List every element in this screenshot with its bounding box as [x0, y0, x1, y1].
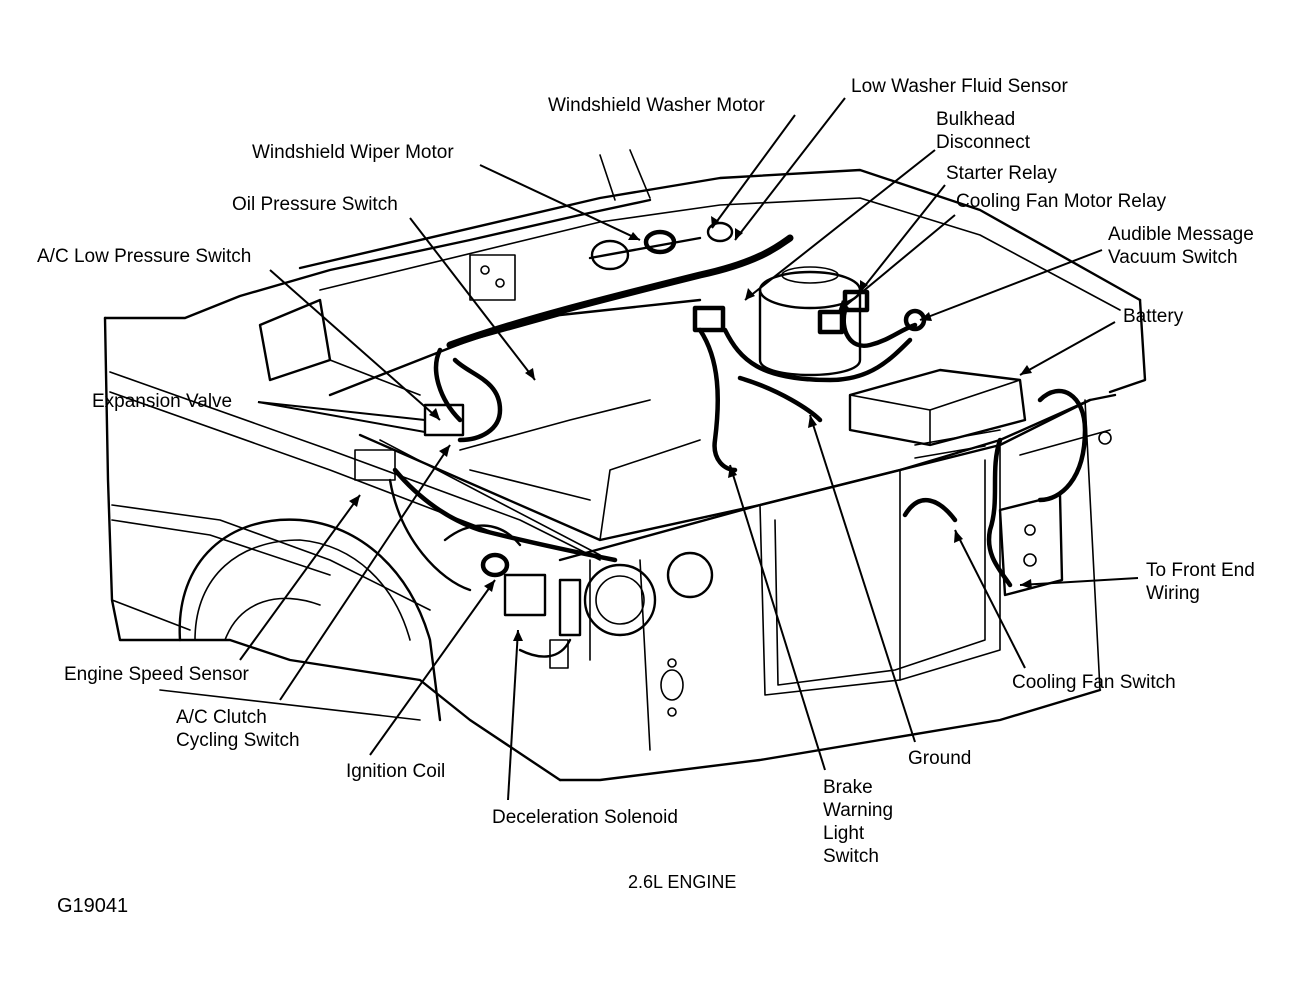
- leader-lines: [239, 97, 1139, 801]
- wiring-harness: [388, 234, 1088, 658]
- label-starter-relay: Starter Relay: [946, 163, 1057, 184]
- label-battery: Battery: [1123, 306, 1184, 327]
- label-low-washer-fluid-sensor: Low Washer Fluid Sensor: [851, 76, 1068, 97]
- front-end-outline: [558, 393, 1117, 782]
- cowl-outline: [258, 149, 1147, 396]
- label-ac-low-pressure-switch: A/C Low Pressure Switch: [37, 246, 252, 267]
- label-cooling-fan-motor-relay: Cooling Fan Motor Relay: [956, 191, 1167, 212]
- label-windshield-wiper-motor: Windshield Wiper Motor: [252, 142, 454, 163]
- label-cooling-fan-switch: Cooling Fan Switch: [1012, 672, 1176, 693]
- diagram-caption: 2.6L ENGINE: [628, 872, 737, 892]
- left-fender-outline: [103, 198, 652, 782]
- label-windshield-washer-motor: Windshield Washer Motor: [548, 95, 765, 116]
- figure-id: G19041: [57, 895, 129, 917]
- label-expansion-valve: Expansion Valve: [92, 391, 233, 412]
- components: [354, 221, 1027, 669]
- label-engine-speed-sensor: Engine Speed Sensor: [64, 664, 249, 685]
- label-ground: Ground: [908, 748, 972, 769]
- label-ignition-coil: Ignition Coil: [346, 761, 446, 782]
- label-deceleration-solenoid: Deceleration Solenoid: [492, 807, 678, 828]
- label-oil-pressure-switch: Oil Pressure Switch: [232, 194, 398, 215]
- compartment-outline: [328, 298, 1092, 556]
